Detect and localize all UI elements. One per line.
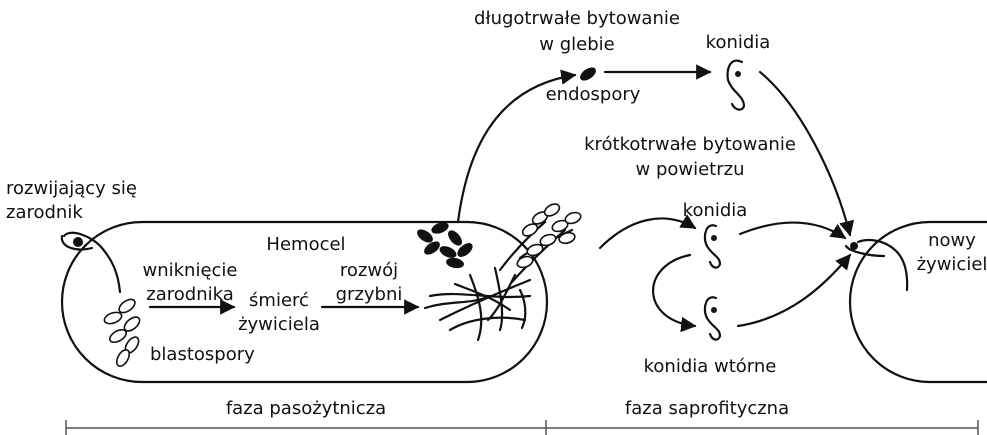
arrow-host-to-conidia — [600, 218, 695, 248]
label-long-survival-line1: długotrwałe bytowanie — [474, 8, 680, 29]
label-blastospores: blastospory — [150, 344, 255, 365]
label-mycelium-line1: rozwój — [340, 260, 398, 281]
label-developing-spore-line2: zarodnik — [6, 202, 83, 223]
label-short-survival-line1: krótkotrwałe bytowanie — [584, 134, 796, 155]
label-host-death-line1: śmierć — [249, 290, 309, 311]
conidium-top-icon — [728, 61, 744, 110]
conidium-secondary-icon — [705, 297, 720, 339]
label-penetration-line2: zarodnika — [146, 284, 233, 305]
label-short-survival-line2: w powietrzu — [636, 159, 745, 180]
label-developing-spore-line1: rozwijający się — [6, 178, 137, 199]
label-new-host-line2: żywiciel — [917, 254, 987, 275]
arrow-secondary-to-new-host — [738, 255, 850, 326]
new-host-spore-icon — [846, 240, 907, 290]
label-new-host-line1: nowy — [928, 230, 976, 251]
label-conidia-top: konidia — [706, 32, 771, 53]
label-endospores: endospory — [546, 84, 641, 105]
label-conidia-middle: konidia — [683, 200, 748, 221]
conidium-middle-icon — [705, 225, 720, 267]
arrow-conidia-to-new-host-2 — [740, 222, 845, 238]
phase-timeline — [66, 420, 978, 435]
arrow-conidia-to-secondary — [653, 255, 695, 326]
label-secondary-conidia: konidia wtórne — [644, 356, 777, 377]
label-parasitic-phase: faza pasożytnicza — [226, 398, 386, 419]
blastospores-icon — [103, 297, 142, 369]
resting-spores-icon — [415, 220, 475, 269]
label-long-survival-line2: w glebie — [539, 34, 614, 55]
label-host-death-line2: żywiciela — [238, 314, 320, 335]
label-saprophytic-phase: faza saprofityczna — [625, 398, 789, 419]
label-penetration-line1: wniknięcie — [142, 260, 237, 281]
endospore-icon — [578, 65, 598, 84]
label-hemocoel: Hemocel — [266, 234, 345, 255]
label-mycelium-line2: grzybni — [336, 284, 403, 305]
